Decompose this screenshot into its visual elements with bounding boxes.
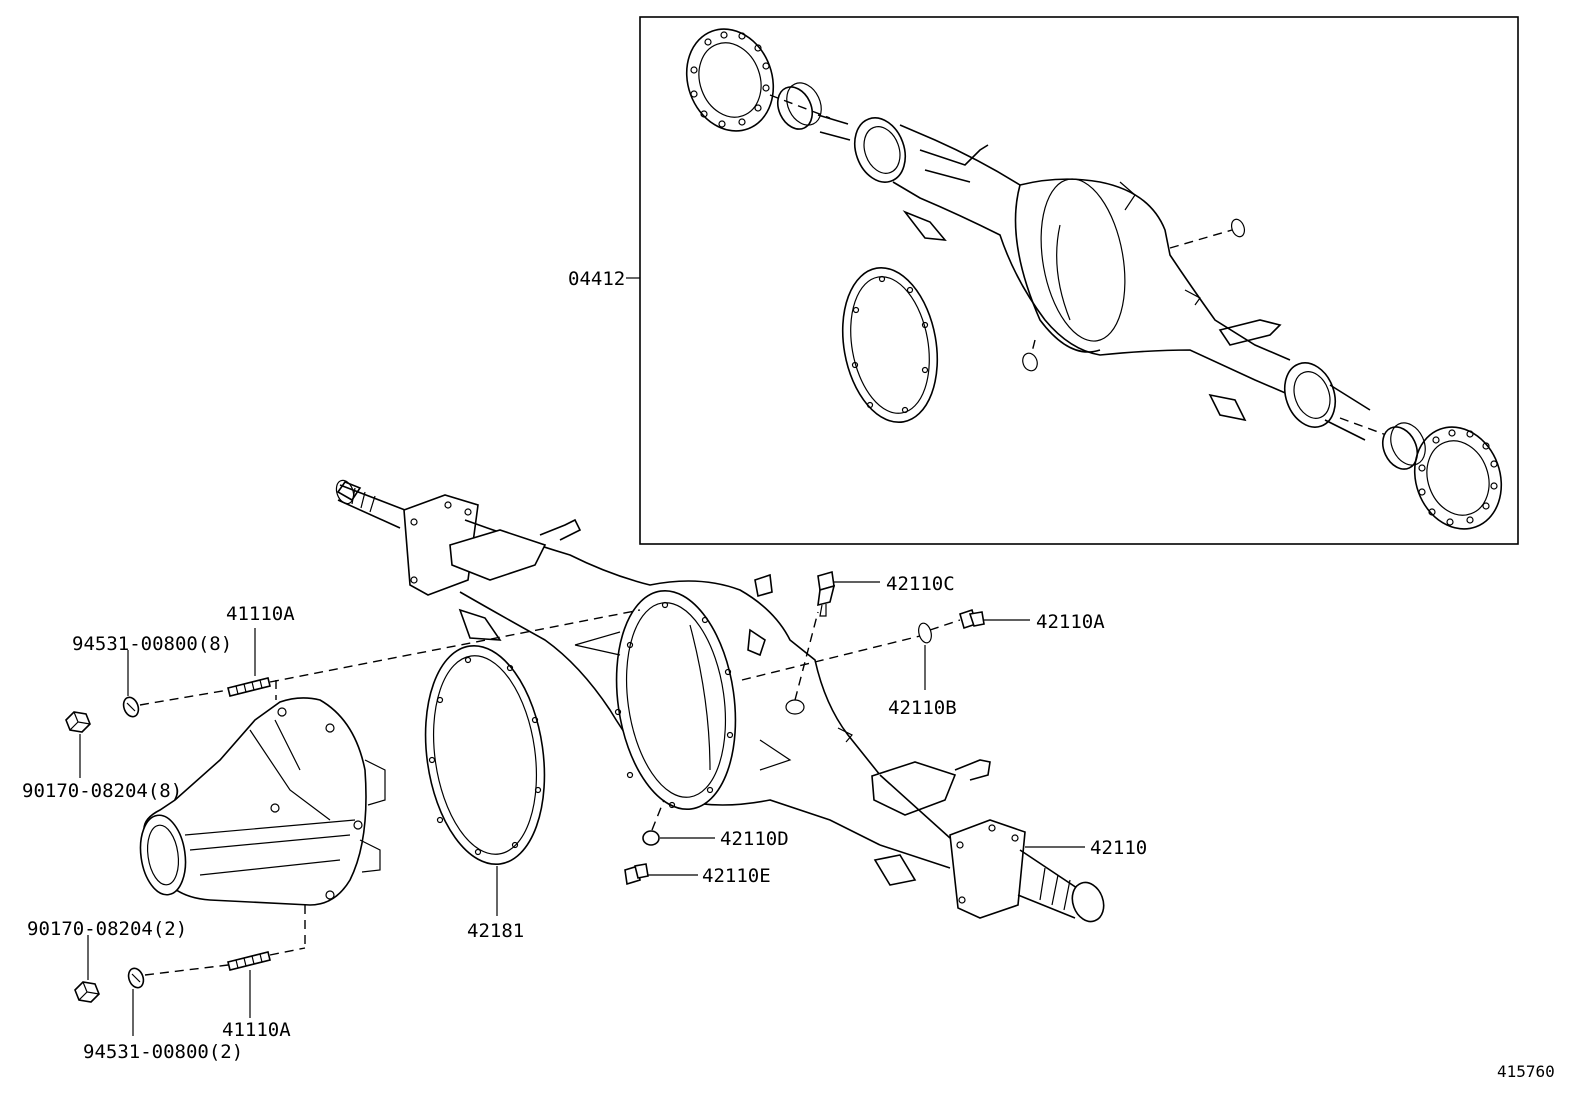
label-90170-top: 90170-08204(8) [22, 780, 182, 802]
label-42110b: 42110B [888, 697, 957, 719]
differential-carrier-drawing [139, 697, 386, 906]
inset-housing-body [817, 114, 1401, 441]
label-04412: 04412 [568, 268, 625, 290]
label-42110: 42110 [1090, 837, 1147, 859]
inset-oil-seal-right [1381, 422, 1426, 470]
gasket-42110b [918, 622, 932, 690]
label-42181: 42181 [467, 920, 524, 942]
drain-plug-42110a [959, 608, 1030, 630]
label-42110c: 42110C [886, 573, 955, 595]
breather-plug-42110c [817, 570, 880, 617]
gasket-42110d [642, 830, 715, 846]
figure-number: 415760 [1497, 1062, 1555, 1081]
inset-flange-gasket-left [685, 28, 775, 132]
stud-41110a-top [227, 628, 271, 697]
label-94531-bottom: 94531-00800(2) [83, 1041, 243, 1063]
label-41110a-bottom: 41110A [222, 1019, 291, 1041]
label-42110e: 42110E [702, 865, 771, 887]
axle-housing-drawing [335, 479, 1105, 923]
plug-42110e [624, 863, 698, 886]
carrier-gasket-42181 [424, 644, 546, 916]
inset-washer-bottom [1022, 339, 1038, 372]
label-42110a: 42110A [1036, 611, 1105, 633]
inset-axle-housing-drawing [685, 28, 1503, 530]
washer-94531-top [122, 650, 140, 718]
nut-90170-top [65, 711, 91, 778]
inset-washer-right [1169, 218, 1246, 249]
assembly-dash-lines [139, 609, 961, 976]
label-42110d: 42110D [720, 828, 789, 850]
inset-assembly-box [626, 16, 1519, 545]
housing-gasket-ring [785, 699, 805, 715]
label-90170-bottom: 90170-08204(2) [27, 918, 187, 940]
nut-90170-bottom [74, 935, 100, 1003]
stud-41110a-bottom [227, 951, 271, 1018]
washer-94531-bottom [127, 967, 145, 1036]
inset-carrier-gasket [841, 266, 939, 424]
inset-oil-seal-left [769, 82, 831, 130]
label-41110a-top: 41110A [226, 603, 295, 625]
inset-flange-gasket-right [1413, 426, 1503, 530]
label-94531-top: 94531-00800(8) [72, 633, 232, 655]
